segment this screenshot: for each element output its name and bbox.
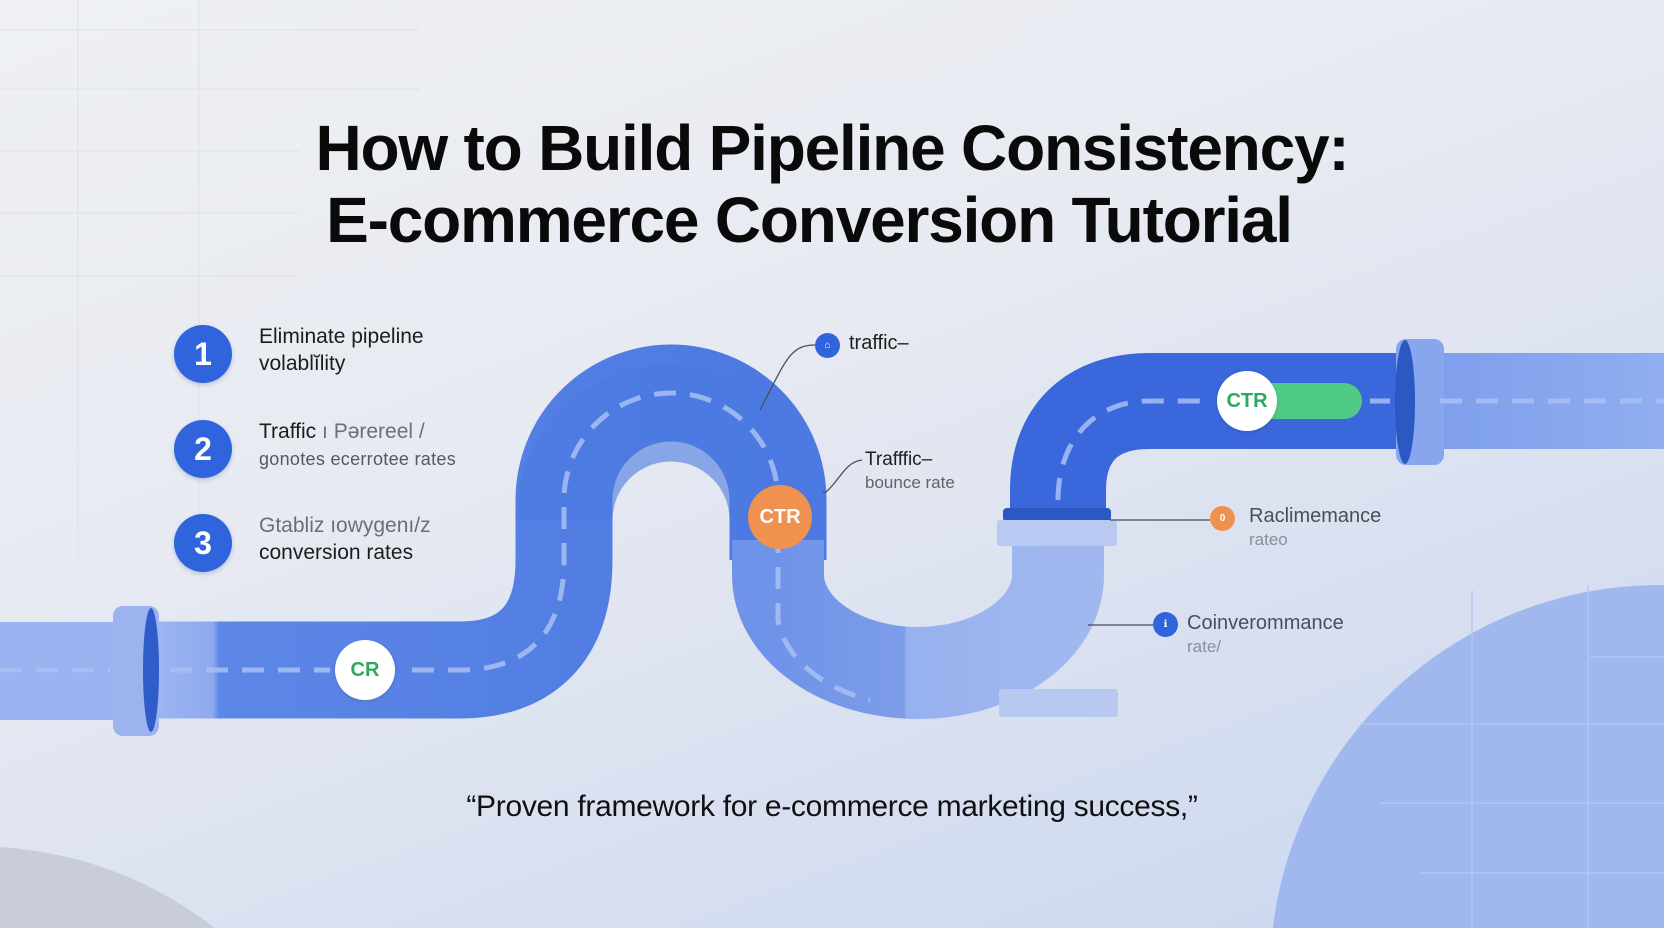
step-number-badge: 2 xyxy=(174,420,232,478)
page-title: How to Build Pipeline Consistency: E-com… xyxy=(0,112,1664,256)
step-number-badge: 3 xyxy=(174,514,232,572)
step-number-badge: 1 xyxy=(174,325,232,383)
ctr-badge-orange: CTR xyxy=(748,485,812,549)
step-line-1-muted: ı Pərereel / xyxy=(316,420,425,443)
decorative-circle-bottom-right xyxy=(1272,585,1664,928)
step-text: Gtabliz ıowygenı/z conversion rates xyxy=(259,512,431,566)
callout-label: Rаclimemance xyxy=(1249,505,1382,527)
decorative-arc-bottom-left xyxy=(0,847,215,928)
step-3: 3 Gtabliz ıowygenı/z conversion rates xyxy=(174,514,431,572)
step-text: Eliminate pipeline volablĭlity xyxy=(259,323,424,377)
step-line-2: gonotes ecerrotee rates xyxy=(259,449,457,469)
callout-traffic-bounce: Trafffic– bounce rate xyxy=(865,449,955,493)
callout-label: Trafffic– xyxy=(865,449,933,470)
step-1: 1 Eliminate pipeline volablĭlity xyxy=(174,325,424,383)
callout-raclimemance: Rаclimemance rateo xyxy=(1249,505,1381,550)
title-line-2: E-commerce Conversion Tutorial xyxy=(326,184,1293,256)
step-line-2: volablĭlity xyxy=(259,352,346,375)
step-line-2: conversion rates xyxy=(259,541,414,564)
ctr-badge-green: CTR xyxy=(1217,371,1277,431)
callout-label: Coinverommance xyxy=(1187,612,1344,634)
callout-sub: bounce rate xyxy=(865,473,955,492)
step-text: Traffic ı Pərereel / gonotes ecerrotee r… xyxy=(259,418,456,473)
step-line-1-muted: Gtabliz ıowygenı/z xyxy=(259,514,431,537)
info-icon-blue: ℹ xyxy=(1153,612,1178,637)
callout-label: traffic– xyxy=(849,332,909,354)
tagline-quote: “Proven framework for e-commerce marketi… xyxy=(466,790,1198,823)
callout-sub: rateo xyxy=(1249,530,1288,549)
background-grid xyxy=(0,0,420,560)
callout-conversion: Coinverommance rate/ xyxy=(1187,612,1344,657)
callout-traffic: traffic– xyxy=(849,332,909,355)
callout-sub: rate/ xyxy=(1187,637,1222,656)
traffic-icon: ⌂ xyxy=(815,333,840,358)
step-line-1: Eliminate pipeline xyxy=(259,325,424,348)
step-2: 2 Traffic ı Pərereel / gonotes ecerrotee… xyxy=(174,420,456,478)
title-line-1: How to Build Pipeline Consistency: xyxy=(315,112,1349,184)
cr-badge: CR xyxy=(335,640,395,700)
step-line-1: Traffic xyxy=(259,420,317,443)
info-icon-orange: 0 xyxy=(1210,506,1235,531)
